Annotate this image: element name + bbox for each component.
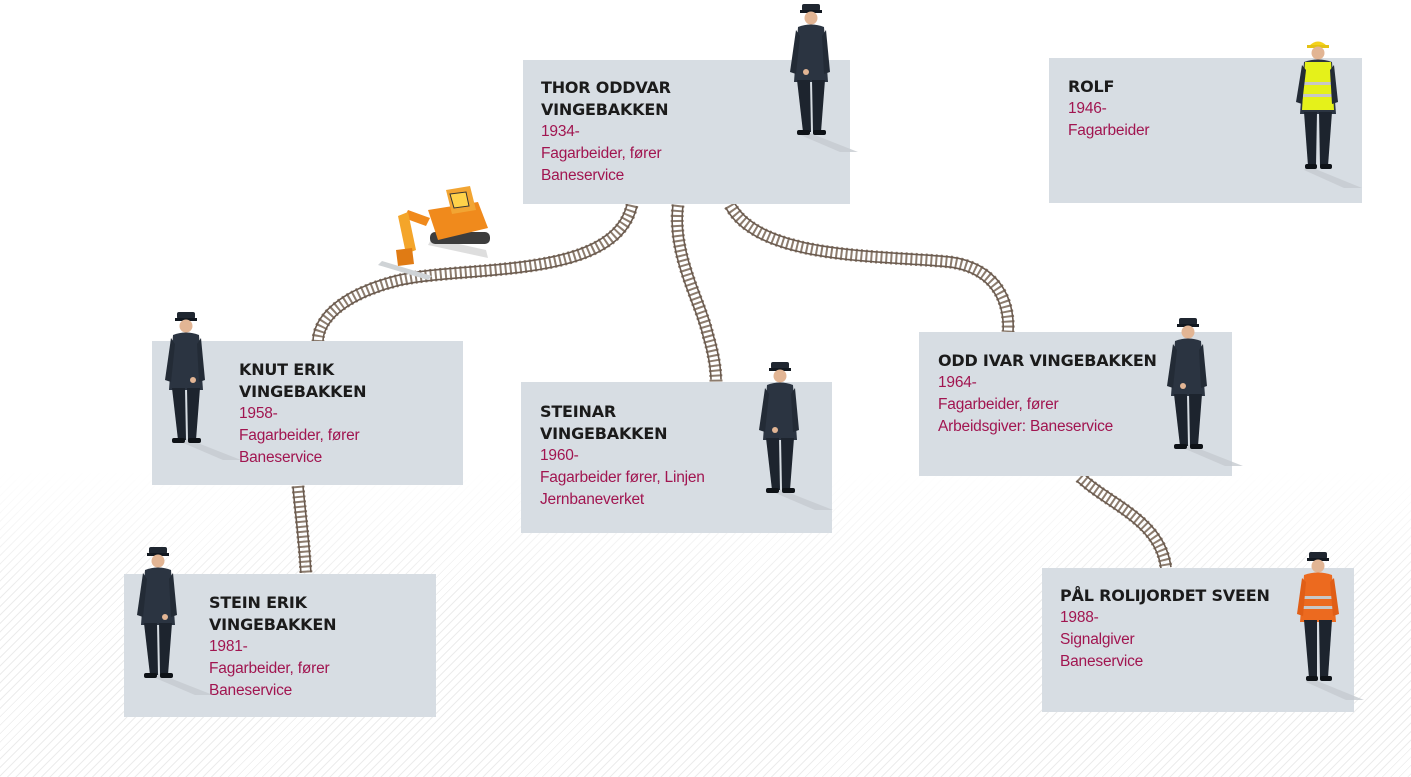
rail-line bbox=[681, 205, 722, 380]
name-line: ODD IVAR VINGEBAKKEN bbox=[938, 351, 1157, 370]
employer: Baneservice bbox=[239, 449, 323, 466]
occupation: Fagarbeider, fører bbox=[209, 660, 330, 677]
name-line: VINGEBAKKEN bbox=[541, 100, 669, 119]
conductor-thor-icon bbox=[790, 4, 858, 152]
rail-line bbox=[322, 205, 638, 342]
employer: Jernbaneverket bbox=[540, 491, 645, 508]
track-thor-knut bbox=[311, 203, 639, 343]
name-pal: PÅL ROLIJORDET SVEEN bbox=[1060, 585, 1270, 607]
employer: Baneservice bbox=[541, 167, 625, 184]
rail-line bbox=[724, 206, 1004, 332]
name-line: KNUT ERIK bbox=[239, 360, 335, 379]
card-thor bbox=[523, 60, 850, 204]
rail-line bbox=[733, 202, 1015, 332]
occupation: Signalgiver bbox=[1060, 631, 1135, 648]
name-line: STEIN ERIK bbox=[209, 593, 307, 612]
rail-line bbox=[312, 203, 628, 341]
name-odd: ODD IVAR VINGEBAKKEN bbox=[938, 350, 1157, 372]
info-odd: 1964- Fagarbeider, fører Arbeidsgiver: B… bbox=[938, 372, 1113, 438]
birth-year: 1960- bbox=[540, 447, 579, 464]
track-odd-pal bbox=[1075, 472, 1173, 570]
conductor-steinar-icon bbox=[759, 362, 833, 510]
birth-year: 1934- bbox=[541, 123, 580, 140]
name-knut: KNUT ERIK VINGEBAKKEN bbox=[239, 359, 366, 403]
name-rolf: ROLF bbox=[1068, 76, 1114, 98]
conductor-knut-icon bbox=[165, 312, 241, 460]
rail-line bbox=[1082, 472, 1172, 568]
info-stein: 1981- Fagarbeider, fører Baneservice bbox=[209, 636, 330, 702]
info-rolf: 1946- Fagarbeider bbox=[1068, 98, 1150, 142]
rail-line bbox=[1076, 480, 1162, 569]
info-steinar: 1960- Fagarbeider fører, Linjen Jernbane… bbox=[540, 445, 705, 511]
name-line: STEINAR bbox=[540, 402, 617, 421]
name-steinar: STEINAR VINGEBAKKEN bbox=[540, 401, 667, 445]
birth-year: 1946- bbox=[1068, 100, 1107, 117]
track-thor-steinar bbox=[670, 204, 723, 383]
name-line: THOR ODDVAR bbox=[541, 78, 671, 97]
name-line: VINGEBAKKEN bbox=[209, 615, 337, 634]
occupation: Fagarbeider, fører bbox=[239, 427, 360, 444]
occupation: Fagarbeider fører, Linjen bbox=[540, 469, 705, 486]
name-thor: THOR ODDVAR VINGEBAKKEN bbox=[541, 77, 671, 121]
employer: Baneservice bbox=[1060, 653, 1144, 670]
birth-year: 1958- bbox=[239, 405, 278, 422]
info-knut: 1958- Fagarbeider, fører Baneservice bbox=[239, 403, 360, 469]
birth-year: 1964- bbox=[938, 374, 977, 391]
excavator-icon bbox=[378, 186, 490, 280]
rail-line bbox=[302, 485, 312, 573]
rail-line bbox=[671, 204, 712, 380]
info-thor: 1934- Fagarbeider, fører Baneservice bbox=[541, 121, 662, 187]
rail-line bbox=[292, 486, 302, 573]
employer: Arbeidsgiver: Baneservice bbox=[938, 418, 1114, 435]
track-thor-odd bbox=[724, 201, 1015, 333]
name-line: PÅL ROLIJORDET SVEEN bbox=[1060, 586, 1270, 605]
occupation: Fagarbeider bbox=[1068, 122, 1150, 139]
birth-year: 1988- bbox=[1060, 609, 1099, 626]
card-stein bbox=[124, 574, 436, 717]
name-line: VINGEBAKKEN bbox=[540, 424, 668, 443]
conductor-odd-icon bbox=[1167, 318, 1243, 466]
birth-year: 1981- bbox=[209, 638, 248, 655]
info-pal: 1988- Signalgiver Baneservice bbox=[1060, 607, 1143, 673]
card-knut bbox=[152, 341, 463, 485]
occupation: Fagarbeider, fører bbox=[938, 396, 1059, 413]
track-knut-stein bbox=[291, 485, 313, 575]
employer: Baneservice bbox=[209, 682, 293, 699]
worker-orange-icon bbox=[1297, 552, 1364, 700]
occupation: Fagarbeider, fører bbox=[541, 145, 662, 162]
conductor-stein-icon bbox=[137, 547, 213, 695]
name-line: VINGEBAKKEN bbox=[239, 382, 367, 401]
worker-hi-vis-icon bbox=[1296, 41, 1362, 188]
name-line: ROLF bbox=[1068, 77, 1115, 96]
name-stein: STEIN ERIK VINGEBAKKEN bbox=[209, 592, 336, 636]
